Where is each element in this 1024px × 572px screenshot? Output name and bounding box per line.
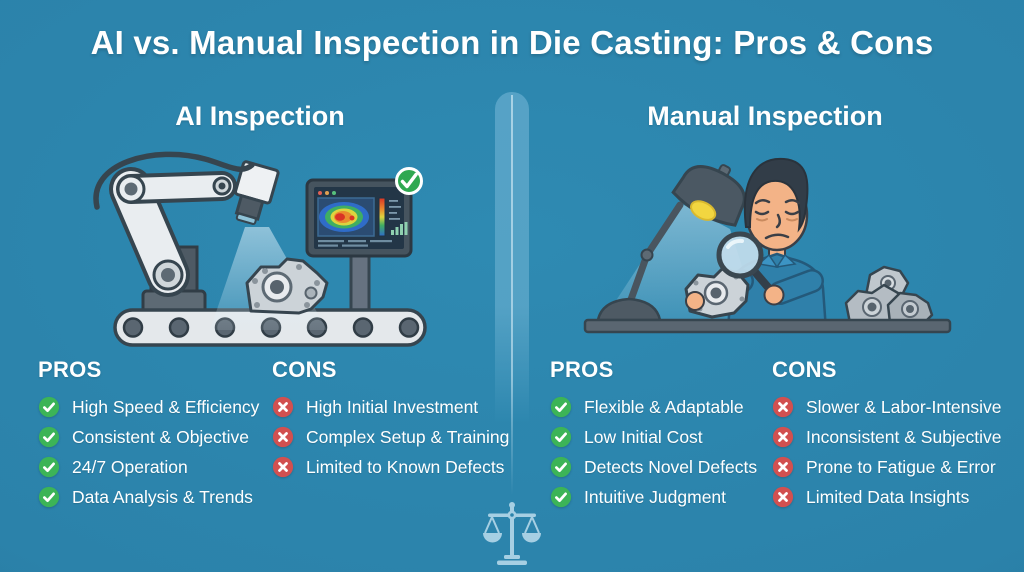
pros-header: PROS <box>38 357 102 382</box>
check-circle-icon <box>38 486 60 508</box>
pro-item: Consistent & Objective <box>38 422 270 452</box>
con-item: Limited Data Insights <box>772 482 1018 512</box>
con-item: Complex Setup & Training <box>272 422 510 452</box>
x-circle-icon <box>772 486 794 508</box>
pro-item: 24/7 Operation <box>38 452 270 482</box>
heatmap-monitor <box>305 178 413 258</box>
x-circle-icon <box>772 456 794 478</box>
con-item: Limited to Known Defects <box>272 452 510 482</box>
ai-cons-list: CONS High Initial Investment Complex Set… <box>272 357 510 482</box>
pro-item: Low Initial Cost <box>550 422 782 452</box>
con-item-label: Slower & Labor-Intensive <box>806 396 1002 417</box>
lamp-bulb <box>690 200 717 221</box>
x-circle-icon <box>272 456 294 478</box>
inspector-left-hand <box>685 291 705 311</box>
check-circle-icon <box>38 456 60 478</box>
inspection-camera-icon <box>234 160 280 225</box>
parts-pile <box>844 265 934 325</box>
pros-header: PROS <box>550 357 614 382</box>
pro-item-label: Detects Novel Defects <box>584 456 758 477</box>
manual-pros-list: PROS Flexible & Adaptable Low Initial Co… <box>550 357 782 512</box>
pro-item: Intuitive Judgment <box>550 482 782 512</box>
ai-section-heading: AI Inspection <box>175 101 345 131</box>
con-item-label: Limited to Known Defects <box>306 456 505 477</box>
camera-cable <box>93 151 255 210</box>
page-title: AI vs. Manual Inspection in Die Casting:… <box>90 24 934 61</box>
con-item: Slower & Labor-Intensive <box>772 392 1018 422</box>
con-item-label: Prone to Fatigue & Error <box>806 456 996 477</box>
die-cast-part <box>245 257 329 315</box>
pro-item: Data Analysis & Trends <box>38 482 270 512</box>
pro-item-label: Intuitive Judgment <box>584 486 727 507</box>
cons-header: CONS <box>772 357 837 382</box>
pro-item: Flexible & Adaptable <box>550 392 782 422</box>
check-circle-icon <box>38 426 60 448</box>
check-circle-icon <box>550 456 572 478</box>
x-circle-icon <box>772 396 794 418</box>
con-item-label: Limited Data Insights <box>806 486 970 507</box>
pro-item-label: Low Initial Cost <box>584 426 703 447</box>
x-circle-icon <box>272 426 294 448</box>
ai-inspection-illustration <box>93 151 427 347</box>
con-item-label: Complex Setup & Training <box>306 426 510 447</box>
pro-item-label: 24/7 Operation <box>72 456 188 477</box>
mini-bar-chart <box>391 222 408 235</box>
check-circle-icon <box>550 486 572 508</box>
ai-pros-list: PROS High Speed & Efficiency Consistent … <box>38 357 270 512</box>
cons-header: CONS <box>272 357 337 382</box>
pro-item-label: Flexible & Adaptable <box>584 396 744 417</box>
pro-item: Detects Novel Defects <box>550 452 782 482</box>
con-item-label: Inconsistent & Subjective <box>806 426 1002 447</box>
monitor-stand <box>349 253 371 313</box>
manual-inspection-illustration <box>583 157 952 334</box>
con-item-label: High Initial Investment <box>306 396 479 417</box>
pro-item-label: Consistent & Objective <box>72 426 250 447</box>
con-item: Prone to Fatigue & Error <box>772 452 1018 482</box>
check-circle-icon <box>550 426 572 448</box>
con-item: High Initial Investment <box>272 392 510 422</box>
desk-lamp <box>596 164 746 322</box>
inspector-right-hand <box>763 284 785 306</box>
check-circle-icon <box>550 396 572 418</box>
robot-arm <box>109 167 237 297</box>
balance-scale-icon <box>481 500 543 566</box>
inspector-hair <box>743 157 809 233</box>
x-circle-icon <box>272 396 294 418</box>
center-divider-line <box>511 95 513 495</box>
pro-item-label: Data Analysis & Trends <box>72 486 253 507</box>
heatmap-colorbar <box>378 197 386 237</box>
pro-item: High Speed & Efficiency <box>38 392 270 422</box>
check-badge-icon <box>395 167 423 195</box>
manual-section-heading: Manual Inspection <box>647 101 883 131</box>
manual-cons-list: CONS Slower & Labor-Intensive Inconsiste… <box>772 357 1018 512</box>
pro-item-label: High Speed & Efficiency <box>72 396 260 417</box>
x-circle-icon <box>772 426 794 448</box>
check-circle-icon <box>38 396 60 418</box>
con-item: Inconsistent & Subjective <box>772 422 1018 452</box>
desk-surface <box>583 318 952 334</box>
